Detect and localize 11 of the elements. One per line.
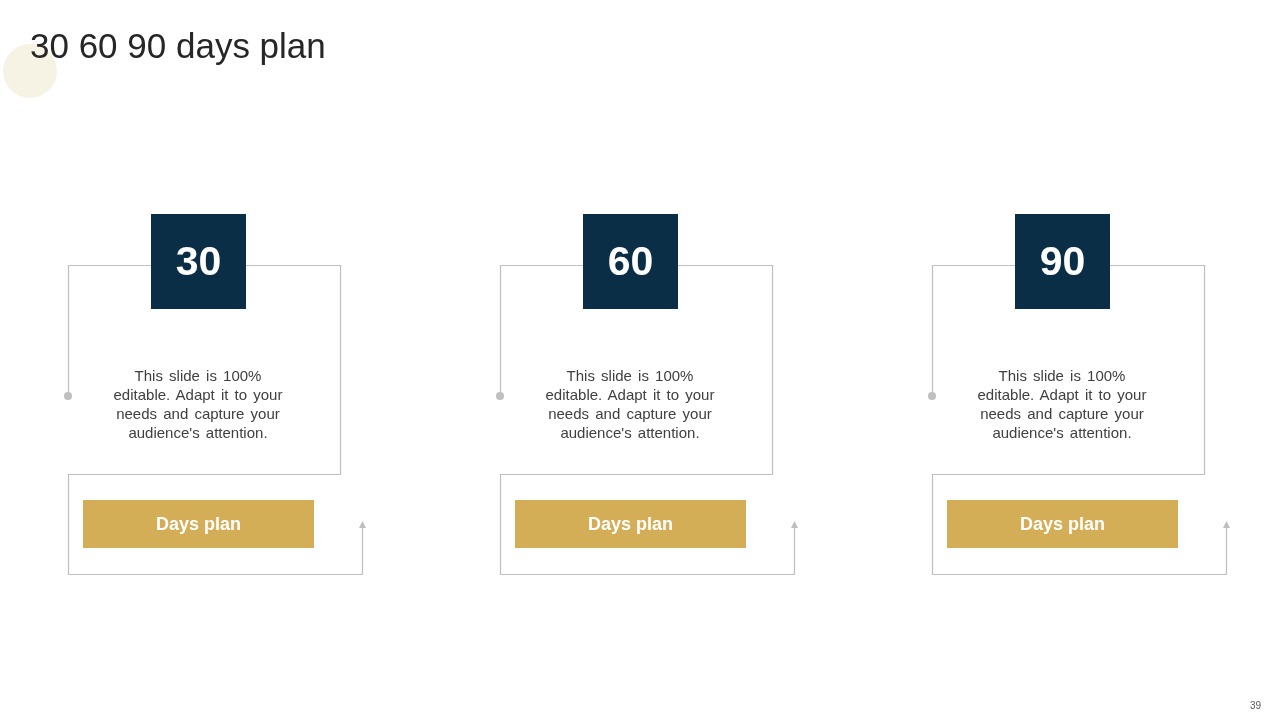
description-text: This slide is 100% editable. Adapt it to your needs and capture your audience's attention. [544, 366, 716, 442]
label-banner: Days plan [515, 500, 746, 548]
number-box: 90 [1015, 214, 1110, 309]
number-box: 60 [583, 214, 678, 309]
label-banner: Days plan [83, 500, 314, 548]
number-box: 30 [151, 214, 246, 309]
slide-title: 30 60 90 days plan [30, 26, 326, 66]
page-number: 39 [1250, 700, 1262, 711]
label-banner: Days plan [947, 500, 1178, 548]
description-text: This slide is 100% editable. Adapt it to your needs and capture your audience's attention. [112, 366, 284, 442]
description-text: This slide is 100% editable. Adapt it to your needs and capture your audience's attention. [976, 366, 1148, 442]
